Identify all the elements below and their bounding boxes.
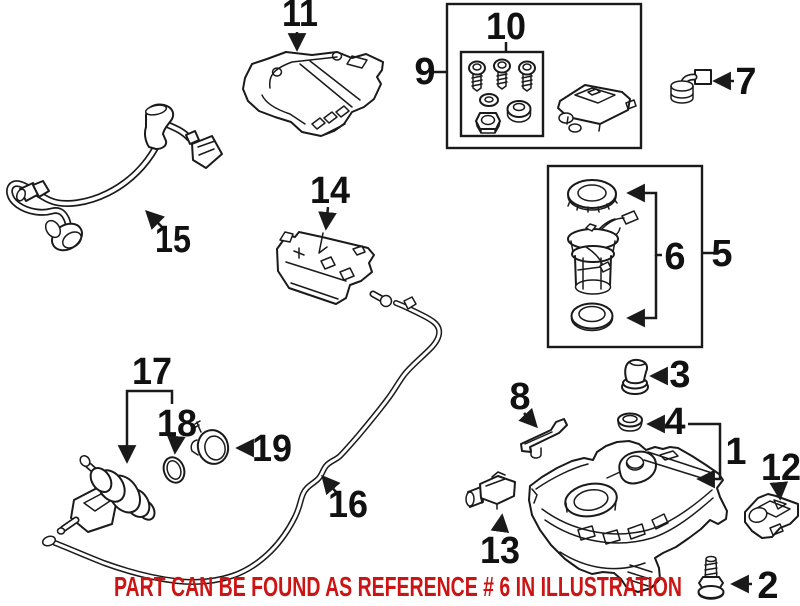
part-grommet [617, 412, 643, 432]
harness-connector-right [185, 130, 223, 169]
arrow-15 [145, 210, 165, 230]
part-sensor [465, 471, 516, 510]
callout-18: 18 [157, 403, 197, 445]
pump-lock-ring [567, 179, 618, 213]
callout-7: 7 [735, 61, 756, 103]
arrow-16 [321, 474, 341, 496]
part-fuel-tank [528, 440, 728, 593]
callout-lines [117, 32, 789, 594]
harness-inline-connector [15, 180, 50, 202]
part-o-ring [162, 456, 186, 484]
pump-module [567, 210, 639, 295]
part-bolt [697, 555, 725, 600]
kit-bushing [506, 100, 532, 123]
callout-16: 16 [328, 484, 368, 526]
part-fuel-line [41, 290, 443, 585]
fuel-pump-box [546, 164, 704, 349]
reference-note: PART CAN BE FOUND AS REFERENCE # 6 IN IL… [114, 571, 682, 602]
callout-12: 12 [761, 447, 800, 489]
part-wiring-harness [6, 103, 223, 252]
part-mounting-bracket [276, 231, 375, 305]
part-vent-cap [621, 358, 649, 395]
callout-labels: 11 10 9 7 15 14 5 6 3 4 1 12 13 8 2 16 1… [132, 0, 800, 606]
bracket-6-top [626, 183, 662, 257]
part-engine-cover [242, 51, 384, 137]
fuel-line-connector [369, 290, 393, 308]
callout-9: 9 [414, 51, 435, 93]
fuel-line-clip [403, 296, 417, 310]
part-bracket-module [744, 493, 799, 539]
bracket-6-bottom [626, 255, 658, 328]
callout-15: 15 [155, 219, 191, 261]
part-clamp-ring [190, 420, 230, 465]
kit-pump-module [557, 84, 637, 133]
arrow-13 [490, 513, 510, 534]
arrow-8 [518, 407, 538, 429]
callout-10: 10 [486, 6, 526, 48]
arrow-12 [769, 481, 789, 501]
harness-boot [144, 103, 175, 150]
arrow-14 [318, 206, 337, 231]
arrow-18 [166, 435, 186, 455]
callout-2: 2 [757, 565, 778, 606]
callout-1: 1 [725, 431, 746, 473]
part-elbow-fitting [670, 69, 712, 104]
callout-19: 19 [252, 428, 292, 470]
callout-6: 6 [664, 236, 685, 278]
callout-13: 13 [480, 530, 520, 572]
kit-nut [475, 112, 501, 134]
bracket-17 [117, 389, 174, 464]
part-retainer-bracket [520, 418, 568, 459]
bracket-1 [688, 422, 722, 489]
pump-seal-ring [570, 302, 614, 332]
callout-4: 4 [664, 401, 685, 443]
inner-kit-box [459, 50, 545, 138]
callout-17: 17 [132, 351, 172, 393]
callout-11: 11 [282, 0, 318, 35]
callout-14: 14 [310, 170, 350, 212]
part-fuel-pump-assembly [567, 179, 639, 332]
hardware-kit-box [445, 2, 643, 150]
kit-washer [479, 93, 499, 107]
kit-screws [468, 58, 536, 92]
part-hardware-kit [468, 58, 637, 134]
fuel-line-end-cap [41, 535, 57, 547]
callout-3: 3 [669, 354, 690, 396]
callout-8: 8 [509, 376, 530, 418]
harness-connector-bottom [44, 219, 83, 252]
part-purge-valve [56, 455, 156, 535]
callout-5: 5 [711, 233, 732, 275]
